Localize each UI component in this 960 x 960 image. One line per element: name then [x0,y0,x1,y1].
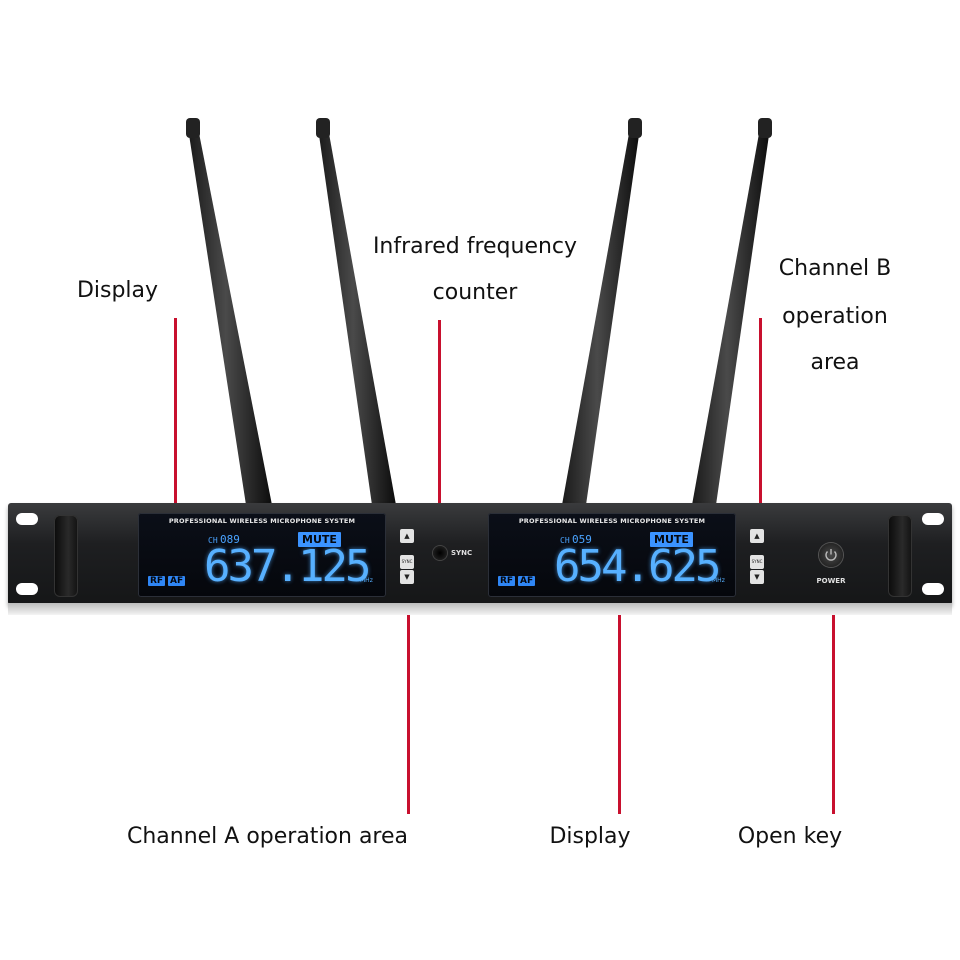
channel-b-ch-label: CH [560,536,570,545]
antennas [186,118,772,505]
channel-b-callout-line3: area [810,350,860,375]
channel-b-ch-value: 059 [572,533,592,546]
channel-a-callout: Channel A operation area [126,824,409,849]
channel-b-callout-line1: Channel B [778,256,892,281]
power-button[interactable] [819,543,843,567]
channel-b-up-button[interactable]: ▲ [750,529,764,543]
channel-b-pointer [759,318,762,536]
channel-a-rf-badge: RF [148,576,166,586]
channel-b-mute-badge: MUTE [650,532,693,547]
antenna-4 [692,118,772,505]
channel-b-af-badge: AF [518,576,536,586]
antenna-2 [316,118,396,505]
channel-a-down-button[interactable]: ▼ [400,570,414,584]
open-key-callout: Open key [737,824,843,849]
channel-a-display: PROFESSIONAL WIRELESS MICROPHONE SYSTEM … [138,513,386,597]
channel-b-callout-line2: operation [782,304,888,329]
channel-b-display-title: PROFESSIONAL WIRELESS MICROPHONE SYSTEM [518,517,706,525]
rack-handle-left[interactable] [54,515,78,597]
sync-label: SYNC [451,549,473,557]
display-callout-bottom: Display [549,824,631,849]
antenna-3 [562,118,642,505]
channel-b-rf-badge: RF [498,576,516,586]
channel-b-down-button[interactable]: ▼ [750,570,764,584]
channel-a-up-button[interactable]: ▲ [400,529,414,543]
channel-a-unit: MHz [360,577,373,584]
channel-b-display: PROFESSIONAL WIRELESS MICROPHONE SYSTEM … [488,513,736,597]
infrared-pointer [438,320,441,546]
rack-slot-bottom-right [922,583,944,595]
channel-a-mute-badge: MUTE [298,532,341,547]
infrared-sync-sensor [433,546,447,560]
channel-a-frequency: 637.125 [204,541,371,592]
channel-b-frequency: 654.625 [554,541,721,592]
power-icon [825,549,837,561]
display-bottom-pointer [618,594,621,814]
display-callout-top: Display [76,278,159,303]
power-label: POWER [816,577,846,585]
rack-slot-bottom-left [16,583,38,595]
display-top-pointer [174,318,177,536]
channel-b-sync-button[interactable]: SYNC [750,555,764,569]
channel-a-display-title: PROFESSIONAL WIRELESS MICROPHONE SYSTEM [168,517,356,525]
antenna-1 [186,118,272,505]
channel-a-ch-label: CH [208,536,218,545]
rack-handle-right[interactable] [888,515,912,597]
channel-a-sync-button[interactable]: SYNC [400,555,414,569]
channel-a-af-badge: AF [168,576,186,586]
open-key-pointer [832,594,835,814]
infrared-callout-line1: Infrared frequency [372,234,578,259]
channel-b-unit: MHz [712,577,725,584]
rack-slot-top-left [16,513,38,525]
channel-a-ch-value: 089 [220,533,240,546]
infrared-callout-line2: counter [432,280,518,305]
channel-a-pointer [407,594,410,814]
receiver-chassis-bottom [8,603,952,615]
rack-slot-top-right [922,513,944,525]
